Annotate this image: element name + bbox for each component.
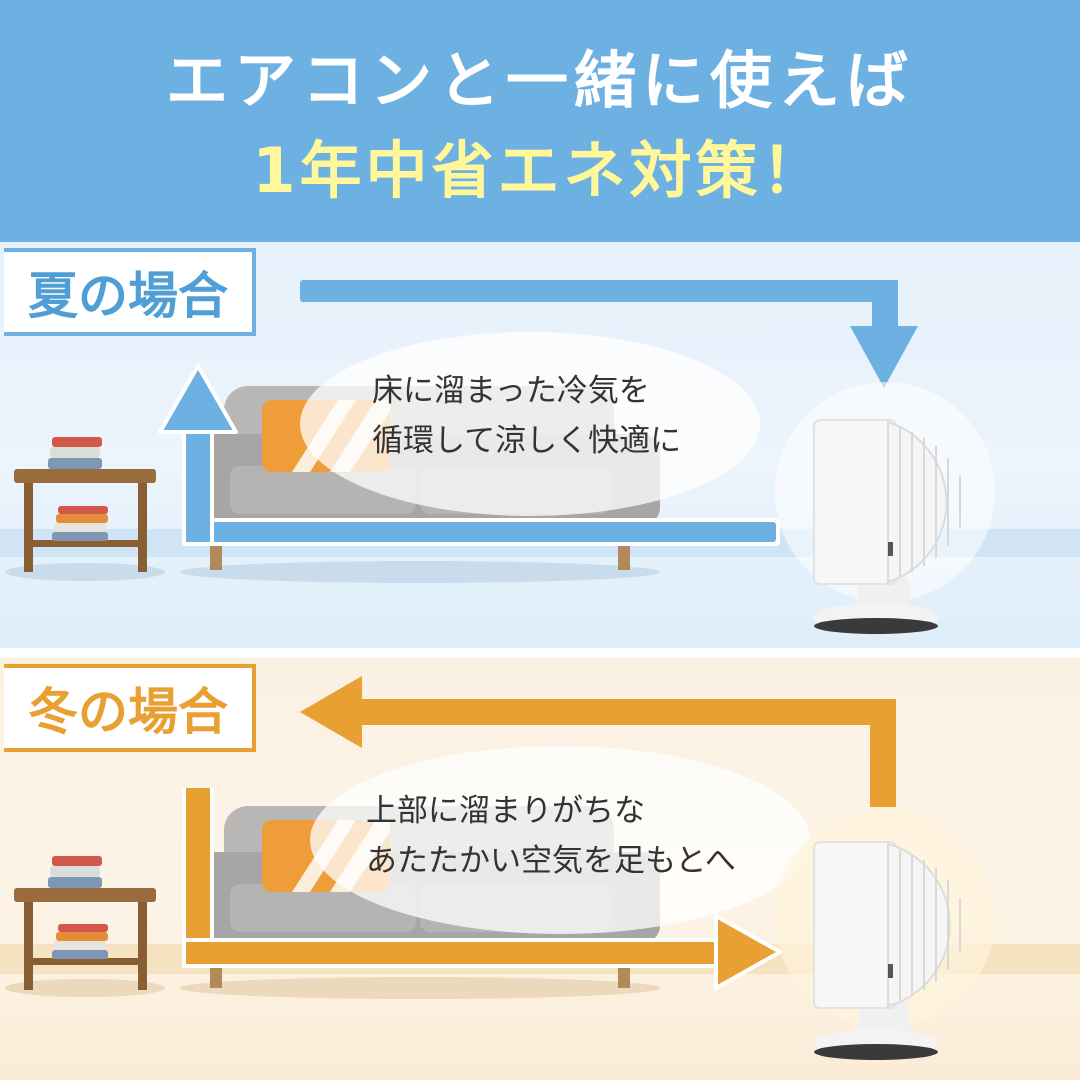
caption-glow (300, 332, 760, 516)
headline-line2: 1年中省エネ対策！ (252, 134, 828, 207)
panel-divider (0, 648, 1080, 658)
winter-panel: 冬の場合 上部に溜まりがちな あたたかい空気を足もとへ (0, 658, 1080, 1080)
books-top (48, 856, 102, 888)
winter-caption-line1: 上部に溜まりがちな (366, 793, 645, 829)
circulator-fan (813, 841, 961, 1060)
books-top (48, 437, 102, 469)
side-table (14, 888, 156, 990)
books-bottom (52, 924, 108, 959)
summer-caption-line2: 循環して涼しく快適に (372, 423, 682, 459)
winter-airflow-arrow-top (300, 676, 896, 807)
side-table (14, 469, 156, 572)
sofa-shadow (180, 977, 660, 999)
winter-scene (0, 676, 1080, 1060)
table-shadow (5, 979, 165, 997)
summer-airflow-arrow-bottom (158, 364, 780, 546)
summer-scene (0, 280, 1080, 634)
headline-line1: エアコンと一緒に使えば (165, 44, 914, 117)
summer-section-label: 夏の場合 (4, 248, 256, 336)
books-bottom (52, 506, 108, 541)
summer-airflow-arrow-top (300, 280, 918, 388)
winter-section-label: 冬の場合 (4, 664, 256, 752)
winter-airflow-arrow-bottom (182, 788, 782, 990)
sofa-shadow (180, 561, 660, 583)
circulator-fan (813, 419, 961, 634)
table-shadow (5, 563, 165, 581)
caption-glow (310, 746, 810, 934)
summer-caption-line1: 床に溜まった冷気を (372, 373, 650, 409)
header-banner: エアコンと一緒に使えば 1年中省エネ対策！ (0, 0, 1080, 242)
winter-caption-line2: あたたかい空気を足もとへ (366, 843, 736, 879)
summer-panel: 夏の場合 床に溜まった冷気を 循環して涼しく快適に (0, 242, 1080, 648)
